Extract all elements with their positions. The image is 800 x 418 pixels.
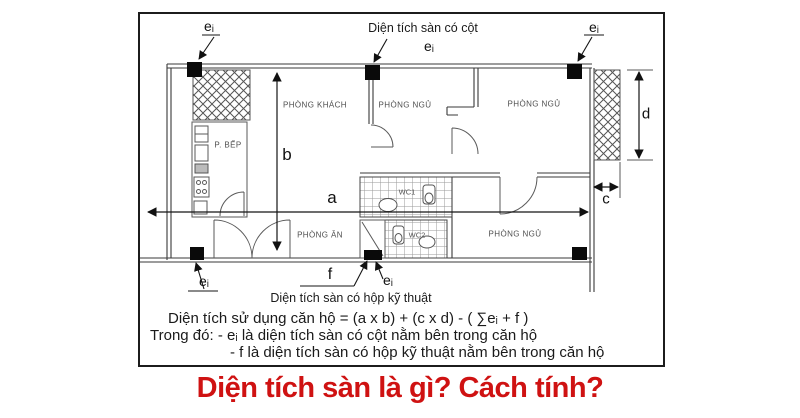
bedroom3-door-arc bbox=[499, 176, 538, 215]
leader-lines bbox=[188, 34, 604, 292]
room-label-wc2: WC2 bbox=[408, 230, 426, 240]
room-label-wc1: WC1 bbox=[398, 187, 416, 197]
wc-areas bbox=[359, 176, 453, 259]
e-label-bottom-left: eᵢ bbox=[199, 273, 209, 289]
balcony-hatch-right bbox=[593, 69, 621, 161]
column-area-note: Diện tích sàn có cột bbox=[368, 21, 478, 35]
sink-icon bbox=[418, 235, 436, 249]
dimension-arrows bbox=[147, 69, 653, 251]
tech-box-note: Diện tích sàn có hộp kỹ thuật bbox=[270, 291, 432, 305]
room-label-dining: PHÒNG ĂN bbox=[297, 230, 343, 240]
stove-icon bbox=[193, 176, 210, 198]
room-label-kitchen: P. BẾP bbox=[214, 140, 242, 150]
dim-label-d: d bbox=[641, 105, 651, 123]
bedroom1-door-arc bbox=[370, 124, 394, 148]
dim-label-b: b bbox=[282, 145, 292, 164]
column-markers bbox=[187, 62, 587, 260]
e-label-top-right: eᵢ bbox=[589, 19, 599, 35]
room-label-living: PHÒNG KHÁCH bbox=[283, 100, 347, 110]
formula-line-2: Trong đó: - eᵢ là diện tích sàn có cột n… bbox=[150, 327, 538, 344]
dim-label-a: a bbox=[327, 188, 337, 207]
entrance-doors bbox=[213, 219, 291, 259]
formula-line-1: Diện tích sử dụng căn hộ = (a x b) + (c … bbox=[168, 310, 529, 327]
sink-icon bbox=[378, 198, 398, 212]
e-label-below-note: eᵢ bbox=[424, 38, 434, 54]
e-label-top-left: eᵢ bbox=[204, 18, 214, 34]
kitchen-area bbox=[191, 121, 248, 218]
floor-plan-frame: eᵢ Diện tích sàn có cột eᵢ eᵢ eᵢ f eᵢ Di… bbox=[138, 12, 665, 367]
dim-label-c: c bbox=[602, 190, 610, 208]
floor-plan-drawing bbox=[140, 34, 653, 292]
tech-box-marker bbox=[364, 250, 382, 260]
formula-line-3: - f là diện tích sàn có hộp kỹ thuật nằm… bbox=[230, 344, 605, 361]
balcony-hatch-left bbox=[192, 69, 251, 121]
hall-door-arc bbox=[451, 127, 479, 155]
e-label-bottom-mid: eᵢ bbox=[383, 272, 393, 288]
page-title: Diện tích sàn là gì? Cách tính? bbox=[196, 372, 604, 404]
room-label-bedroom-bottom-right: PHÒNG NGỦ bbox=[488, 229, 542, 239]
room-label-bedroom-top-right: PHÒNG NGỦ bbox=[507, 99, 561, 109]
room-label-bedroom-top-mid: PHÒNG NGỦ bbox=[378, 100, 432, 110]
f-label: f bbox=[327, 266, 333, 283]
